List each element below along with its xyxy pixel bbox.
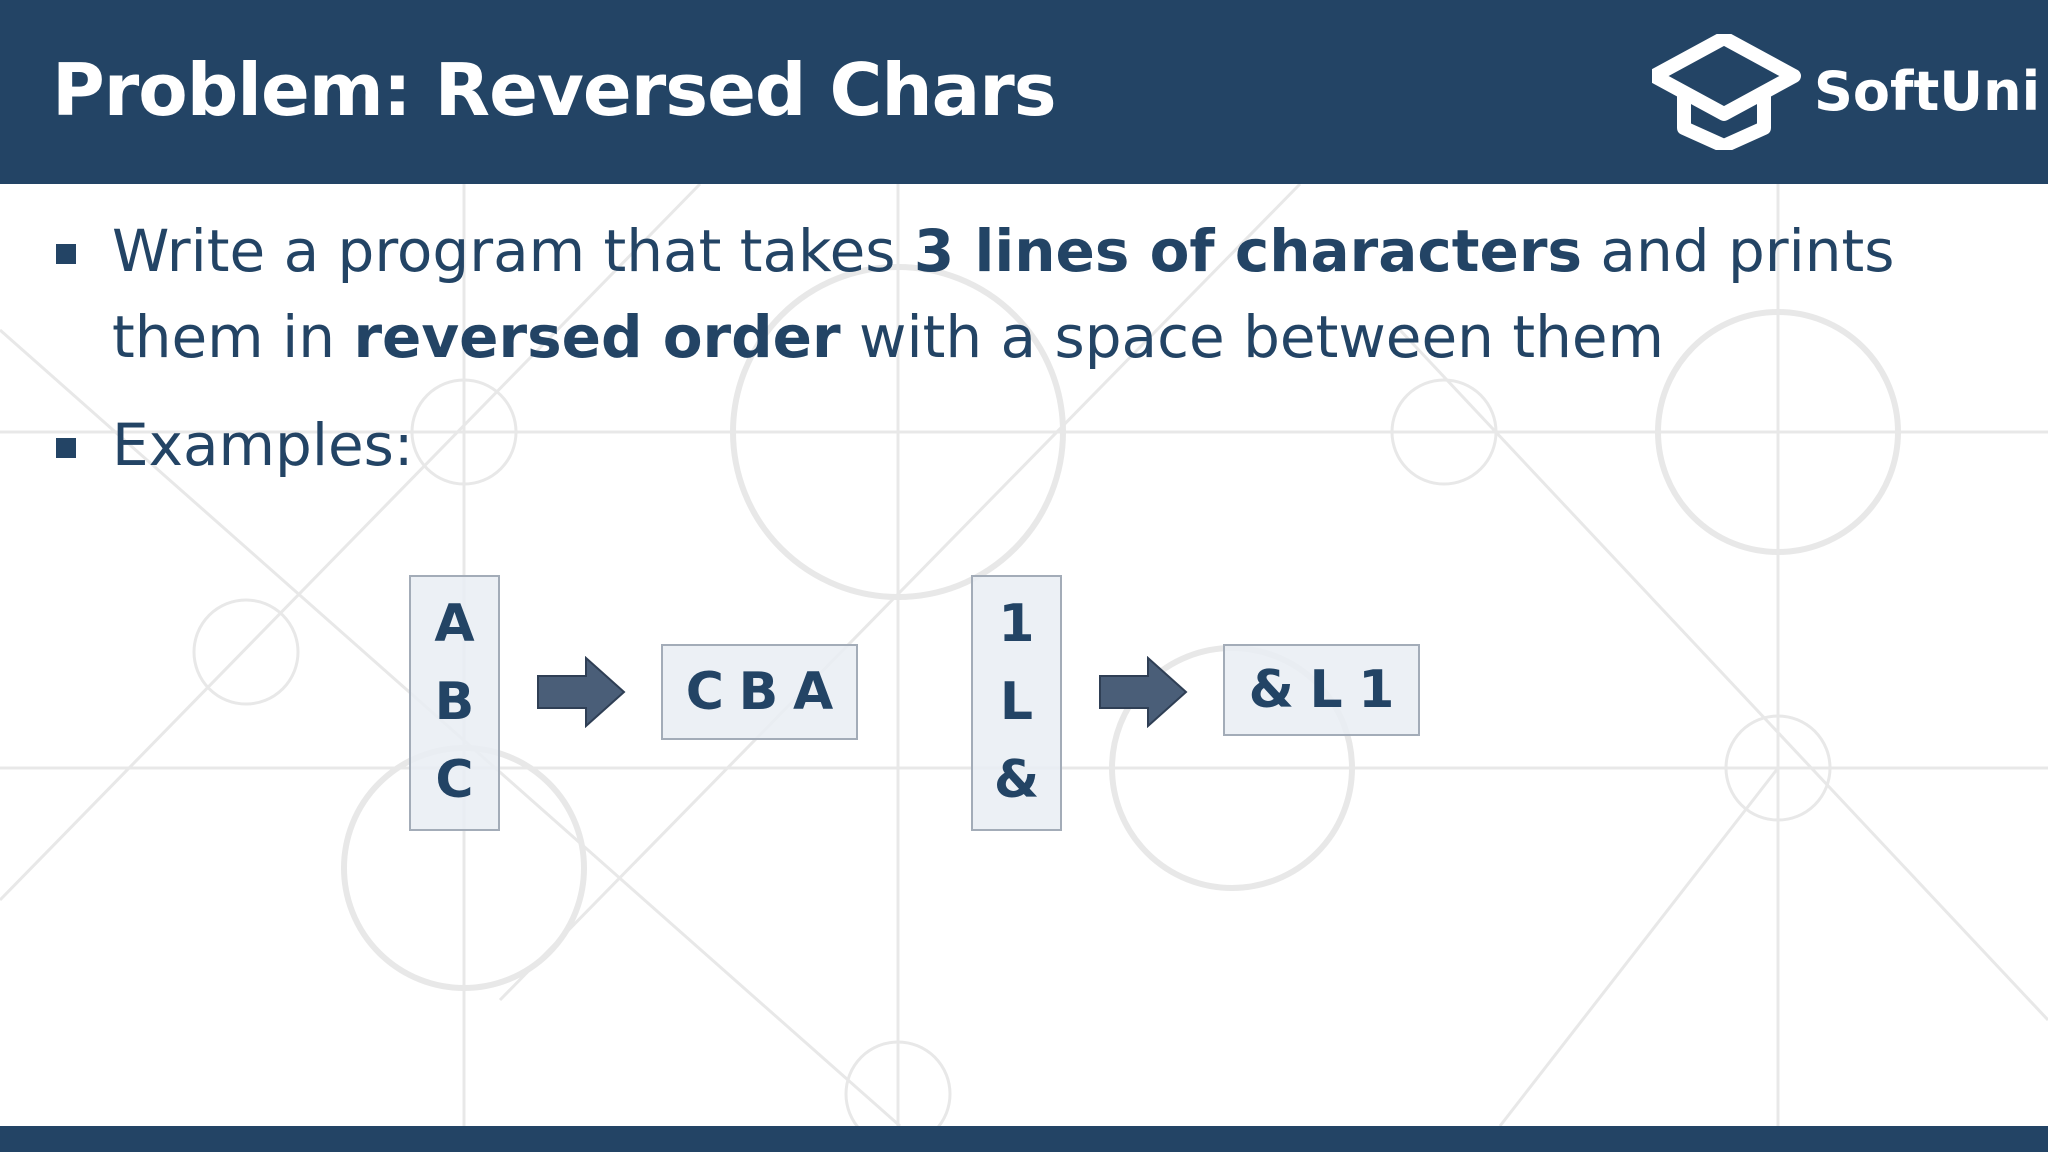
input-char: A: [434, 594, 475, 654]
bullet-item: Write a program that takes 3 lines of ch…: [56, 208, 1976, 380]
output-char: L: [1309, 660, 1343, 720]
bullet-square-icon: [56, 438, 76, 458]
bullet-item: Examples:: [56, 402, 1976, 488]
example-1-input-box: A B C: [409, 575, 500, 831]
output-char: A: [793, 662, 834, 722]
slide-title: Problem: Reversed Chars: [52, 48, 1057, 132]
output-char: &: [1248, 660, 1294, 720]
text-run: Examples:: [112, 411, 414, 479]
graduation-cap-icon: [1652, 34, 1801, 150]
text-run-bold: 3 lines of characters: [913, 217, 1582, 285]
title-bar: Problem: Reversed Chars SoftUni: [0, 0, 2048, 184]
example-2-output-box: & L 1: [1223, 644, 1420, 736]
bullet-square-icon: [56, 244, 76, 264]
output-char: B: [738, 662, 779, 722]
input-char: C: [435, 750, 474, 810]
output-char: 1: [1358, 660, 1395, 720]
input-char: 1: [998, 594, 1035, 654]
text-run-bold: reversed order: [353, 303, 841, 371]
softuni-logo: SoftUni: [1652, 34, 2040, 150]
example-1-output-box: C B A: [661, 644, 858, 740]
example-2-input-box: 1 L &: [971, 575, 1062, 831]
text-run: and prints them in: [112, 217, 1895, 371]
output-char: C: [685, 662, 724, 722]
bullet-text: Write a program that takes 3 lines of ch…: [112, 208, 2012, 380]
footer-bar: [0, 1126, 2048, 1152]
slide-content: Write a program that takes 3 lines of ch…: [0, 184, 2048, 1126]
text-run: with a space between them: [840, 303, 1665, 371]
arrow-right-icon: [537, 656, 626, 728]
arrow-right-icon: [1099, 656, 1188, 728]
text-run: Write a program that takes: [112, 217, 914, 285]
input-char: L: [999, 672, 1034, 732]
input-char: B: [434, 672, 475, 732]
bullet-text: Examples:: [112, 402, 2012, 488]
input-char: &: [993, 750, 1040, 810]
logo-text: SoftUni: [1814, 60, 2041, 123]
